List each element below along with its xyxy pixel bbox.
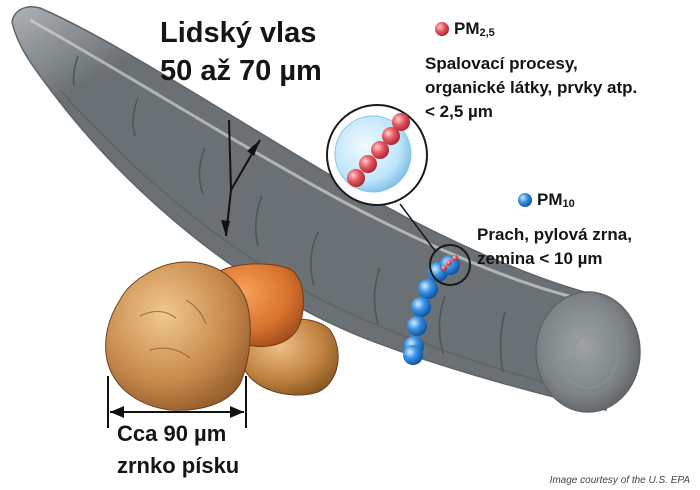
pm10-desc-line2: zemina < 10 µm [477,247,632,271]
pm25-prefix: PM [454,19,480,38]
hair-cross-section [536,292,640,412]
pm25-subscript: 2,5 [480,27,495,39]
pm10-desc-line1: Prach, pylová zrna, [477,223,632,247]
pm10-heading: PM10 [537,190,575,214]
pm25-legend-dot [435,22,449,36]
pm25-heading: PM2,5 [454,19,495,43]
hair-title-line2: 50 až 70 µm [160,52,322,90]
pm25-desc-line2: organické látky, prvky atp. [425,76,637,100]
pm10-legend-dot [518,193,532,207]
pm25-description: Spalovací procesy, organické látky, prvk… [425,52,637,124]
pm10-description: Prach, pylová zrna, zemina < 10 µm [477,223,632,271]
pm10-subscript: 10 [563,198,575,210]
image-credit: Image courtesy of the U.S. EPA [550,475,690,486]
sand-label-line1: Cca 90 µm [117,418,239,450]
pm10-prefix: PM [537,190,563,209]
pm25-large-magnifier [327,105,427,205]
hair-size-label: Lidský vlas 50 až 70 µm [160,14,322,90]
sand-label-line2: zrnko písku [117,450,239,482]
hair-title-line1: Lidský vlas [160,14,322,52]
pm25-desc-line1: Spalovací procesy, [425,52,637,76]
pm25-desc-line3: < 2,5 µm [425,100,637,124]
sand-size-label: Cca 90 µm zrnko písku [117,418,239,482]
